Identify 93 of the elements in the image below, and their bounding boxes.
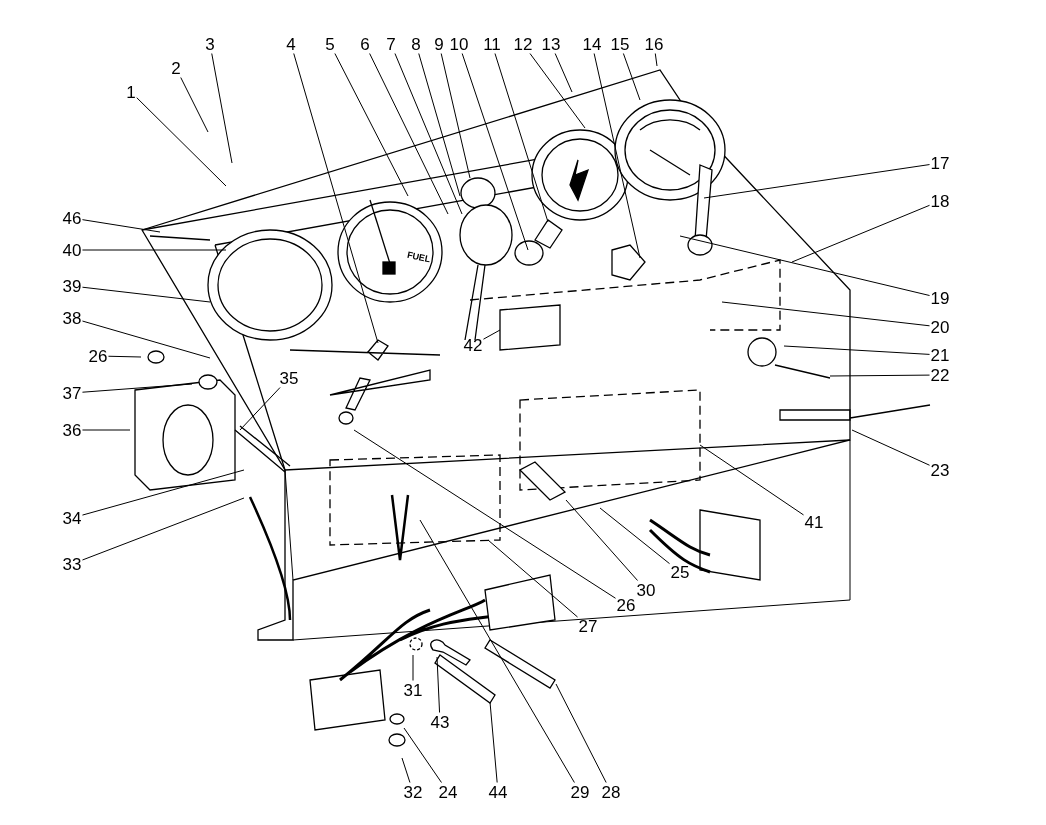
leader-line — [81, 429, 131, 431]
leader-line — [482, 329, 501, 340]
leader-line — [369, 53, 449, 215]
leader-line — [679, 235, 931, 296]
callout-number: 6 — [360, 35, 370, 53]
leader-line — [440, 53, 471, 179]
leader-line — [436, 656, 441, 713]
leader-line — [783, 345, 931, 355]
callout-number: 41 — [804, 513, 824, 531]
leader-line — [180, 77, 209, 133]
leader-line — [529, 53, 586, 129]
callout-number: 1 — [126, 83, 136, 101]
leader-line — [461, 53, 529, 251]
callout-number: 26 — [88, 347, 108, 365]
callout-number: 16 — [644, 35, 664, 53]
callout-number: 26 — [616, 596, 636, 614]
callout-number: 2 — [171, 59, 181, 77]
leader-line — [599, 507, 671, 565]
callout-number: 15 — [610, 35, 630, 53]
callout-number: 37 — [62, 384, 82, 402]
callout-number: 17 — [930, 154, 950, 172]
callout-number: 5 — [325, 35, 335, 53]
callout-number: 9 — [434, 35, 444, 53]
leader-line — [418, 53, 461, 197]
callout-number: 21 — [930, 346, 950, 364]
leader-line — [412, 654, 414, 681]
callout-number: 18 — [930, 192, 950, 210]
callout-number: 40 — [62, 241, 82, 259]
callout-number: 13 — [541, 35, 561, 53]
leader-line — [829, 374, 931, 377]
callout-number: 30 — [636, 581, 656, 599]
leader-line — [394, 53, 463, 215]
leader-line — [851, 429, 931, 466]
callout-number: 4 — [286, 35, 296, 53]
callout-number: 7 — [386, 35, 396, 53]
leader-line — [353, 429, 617, 599]
leader-line — [81, 497, 245, 561]
leader-line — [554, 53, 573, 93]
leader-line — [699, 444, 805, 516]
gauge-label: FUEL — [406, 249, 432, 265]
leader-line — [654, 53, 658, 67]
callout-number: 12 — [513, 35, 533, 53]
callout-number: 24 — [438, 783, 458, 801]
callout-number: 46 — [62, 209, 82, 227]
callout-number: 27 — [578, 617, 598, 635]
callout-number: 8 — [411, 35, 421, 53]
leader-line — [403, 727, 442, 783]
leader-line — [555, 683, 607, 783]
leader-line — [239, 387, 281, 431]
callout-number: 19 — [930, 289, 950, 307]
callout-number: 28 — [601, 783, 621, 801]
leader-line — [489, 701, 498, 783]
callout-number: 10 — [449, 35, 469, 53]
callout-number: 33 — [62, 555, 82, 573]
callout-number: 25 — [670, 563, 690, 581]
callout-number: 29 — [570, 783, 590, 801]
leader-line — [721, 301, 931, 327]
leader-line — [622, 53, 641, 101]
leader-line — [401, 757, 411, 783]
callout-number: 39 — [62, 277, 82, 295]
callout-number: 32 — [403, 783, 423, 801]
callout-number: 20 — [930, 318, 950, 336]
leader-line — [81, 286, 211, 303]
leader-line — [81, 249, 227, 251]
leader-line — [565, 499, 639, 581]
callout-number: 3 — [205, 35, 215, 53]
leader-line — [211, 53, 233, 164]
leader-line — [791, 204, 931, 263]
leader-line — [593, 53, 641, 259]
leader-line — [107, 355, 142, 358]
callout-number: 44 — [488, 783, 508, 801]
callout-number: 34 — [62, 509, 82, 527]
callout-number: 38 — [62, 309, 82, 327]
leader-line — [81, 383, 193, 393]
leader-line — [487, 539, 579, 618]
callout-number: 14 — [582, 35, 602, 53]
callout-number: 23 — [930, 461, 950, 479]
callout-number: 22 — [930, 366, 950, 384]
callout-number: 43 — [430, 713, 450, 731]
leader-line — [419, 519, 575, 783]
leader-line — [703, 164, 931, 199]
callout-number: 31 — [403, 681, 423, 699]
leader-line — [293, 53, 379, 344]
leader-line — [81, 320, 211, 359]
leader-line — [494, 53, 549, 223]
leader-line — [334, 53, 409, 197]
callout-number: 11 — [483, 35, 501, 53]
leader-line — [81, 469, 245, 516]
callout-number: 35 — [279, 369, 299, 387]
leader-line — [136, 97, 227, 187]
callout-number: 42 — [463, 336, 483, 354]
callout-number: 36 — [62, 421, 82, 439]
leader-line — [81, 219, 161, 233]
